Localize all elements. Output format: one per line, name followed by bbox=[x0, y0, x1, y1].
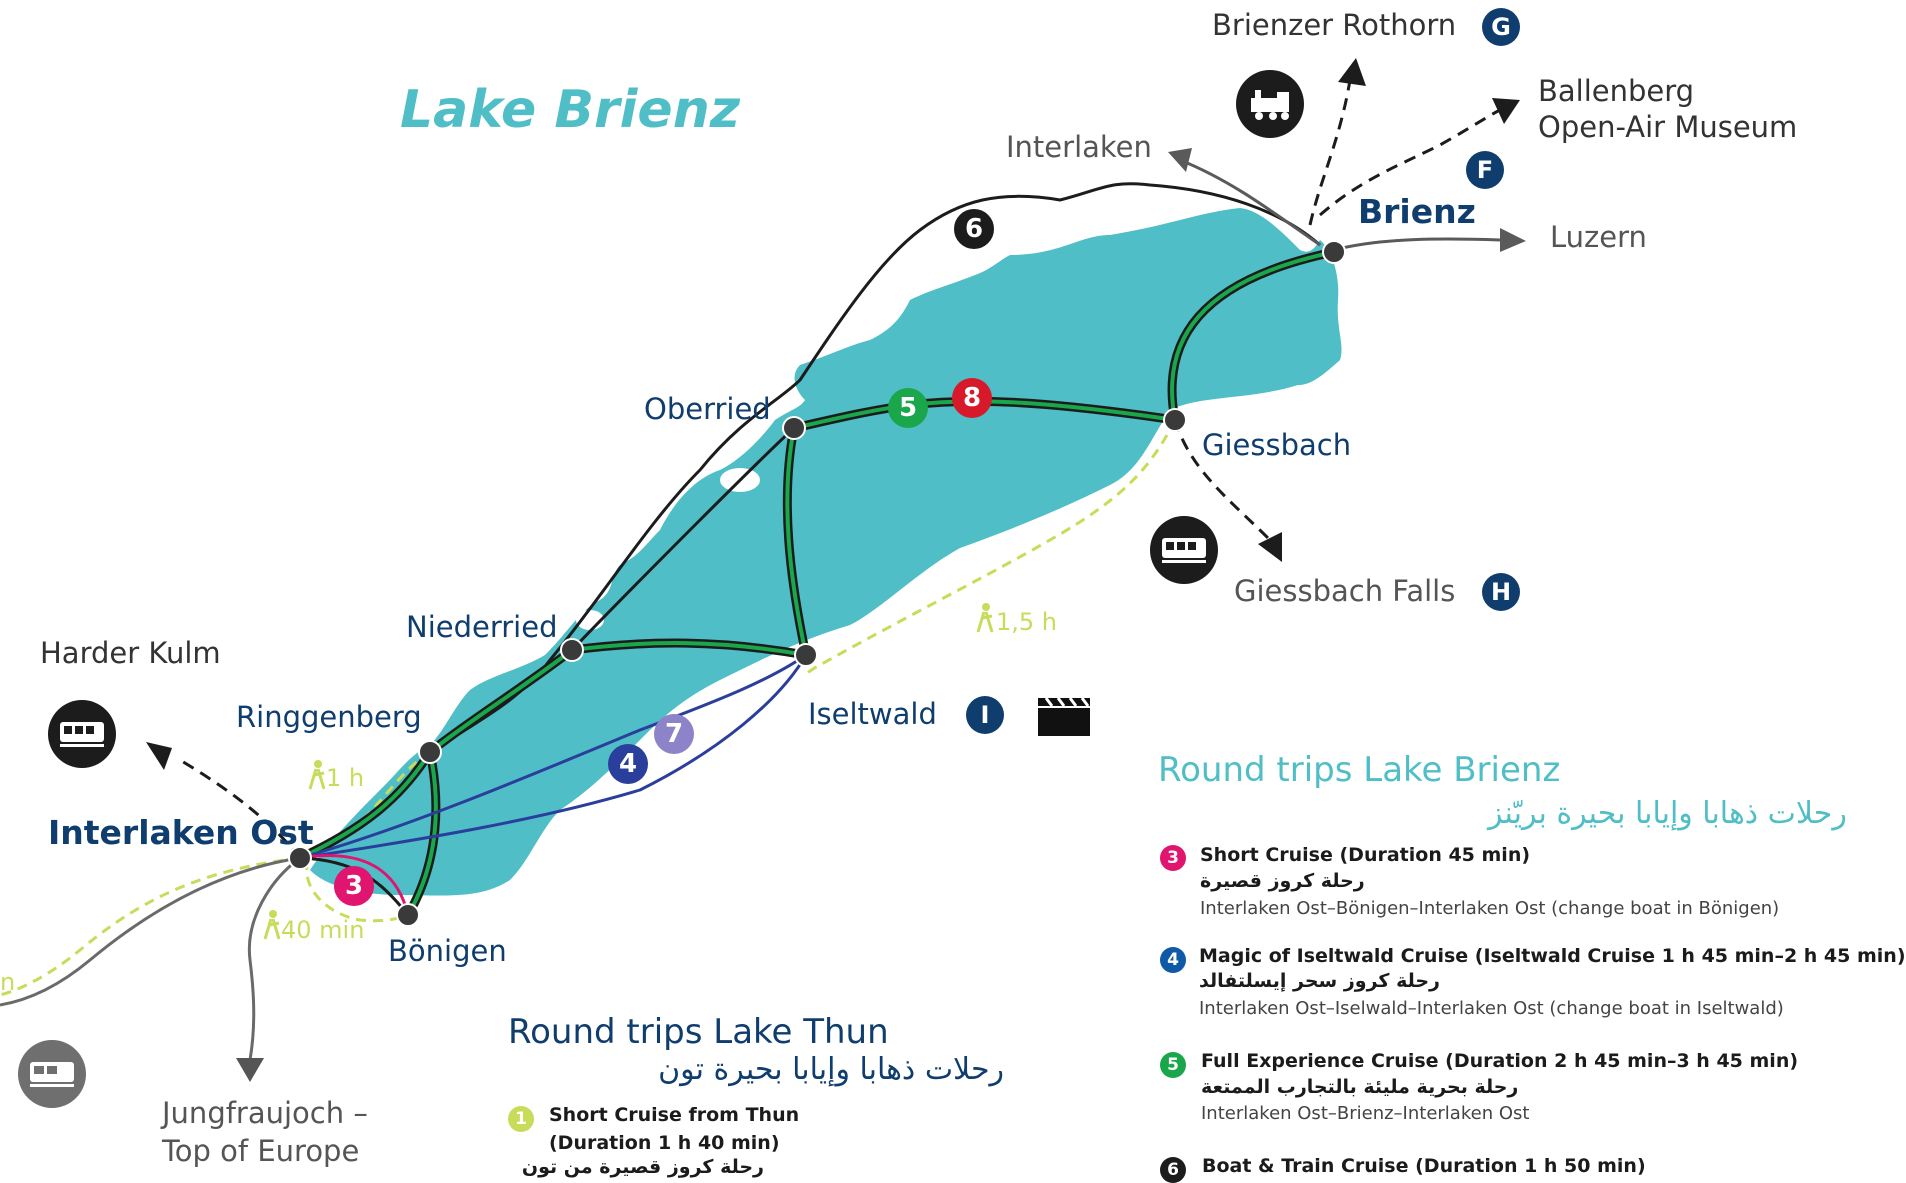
walking-person-icon bbox=[308, 760, 326, 790]
lake-brienz-shape bbox=[310, 208, 1342, 896]
walking-person-icon bbox=[976, 603, 994, 633]
arrow-head-rothorn bbox=[1338, 58, 1366, 86]
legend-brienz-item-6-title[interactable]: Boat & Train Cruise (Duration 1 h 50 min… bbox=[1202, 1155, 1646, 1177]
destination-interlaken[interactable]: Interlaken bbox=[1006, 130, 1152, 164]
legend-brienz-item-3-sub: Interlaken Ost–Bönigen–Interlaken Ost (c… bbox=[1200, 898, 1780, 919]
destination-harder-kulm[interactable]: Harder Kulm bbox=[40, 636, 221, 670]
legend-thun-item-1-title[interactable]: Short Cruise from Thun bbox=[549, 1104, 800, 1126]
destination-jungfraujoch[interactable]: Jungfraujoch – bbox=[162, 1096, 368, 1130]
stop-label-bonigen[interactable]: Bönigen bbox=[388, 934, 507, 968]
route-badge-7[interactable]: 7 bbox=[654, 714, 694, 754]
arrow-head-harder-kulm bbox=[146, 742, 172, 770]
legend-brienz-title: Round trips Lake Brienz bbox=[1158, 750, 1561, 790]
stop-label-niederried[interactable]: Niederried bbox=[406, 610, 558, 644]
legend-brienz-item-4-ar: رحلة كروز سحر إيسلتفالد bbox=[1199, 970, 1440, 992]
lake-title: Lake Brienz bbox=[400, 80, 740, 140]
destination-luzern[interactable]: Luzern bbox=[1550, 220, 1647, 254]
legend-thun-title-ar: رحلات ذهابا وإيابا بحيرة تون bbox=[658, 1052, 1004, 1087]
destination-brienzer-rothorn[interactable]: Brienzer Rothorn bbox=[1212, 8, 1457, 42]
legend-brienz-num-4: 4 bbox=[1160, 947, 1186, 973]
route-badge-6[interactable]: 6 bbox=[952, 207, 996, 251]
train-icon[interactable] bbox=[1150, 516, 1218, 584]
stop-label-brienz[interactable]: Brienz bbox=[1358, 192, 1476, 231]
legend-brienz-item-5-ar: رحلة بحرية مليئة بالتجارب الممتعة bbox=[1201, 1076, 1519, 1098]
route-badge-3[interactable]: 3 bbox=[334, 866, 374, 906]
stop-label-iseltwald[interactable]: Iseltwald bbox=[808, 697, 937, 731]
legend-brienz-item-3-title[interactable]: Short Cruise (Duration 45 min) bbox=[1200, 844, 1531, 866]
walk-time-giessbach: 1,5 h bbox=[996, 608, 1058, 636]
legend-thun-title: Round trips Lake Thun bbox=[508, 1012, 889, 1052]
walk-time-left: n bbox=[0, 968, 16, 996]
walking-person-icon bbox=[263, 910, 281, 940]
route-3-line bbox=[299, 854, 410, 916]
road-left bbox=[0, 856, 301, 1007]
arrow-head-giessbach-falls bbox=[1258, 532, 1282, 562]
legend-brienz-num-5: 5 bbox=[1160, 1052, 1186, 1078]
legend-thun-num-1: 1 bbox=[508, 1106, 534, 1132]
arrow-head-interlaken bbox=[1168, 148, 1192, 172]
arrow-rothorn bbox=[1308, 79, 1352, 226]
cable-car-icon[interactable] bbox=[48, 700, 116, 768]
arrow-head-luzern bbox=[1500, 228, 1526, 252]
walk-time-interlaken: 40 min bbox=[281, 916, 365, 944]
walk-path-left bbox=[0, 856, 301, 997]
route-badge-5[interactable]: 5 bbox=[888, 388, 928, 428]
legend-brienz-item-3-ar: رحلة كروز قصيرة bbox=[1200, 870, 1365, 892]
stop-label-ringgenberg[interactable]: Ringgenberg bbox=[236, 700, 422, 734]
route-5-green bbox=[298, 247, 1335, 918]
route-badge-4[interactable]: 4 bbox=[608, 744, 648, 784]
destination-ballenberg-line2: Open-Air Museum bbox=[1538, 110, 1798, 144]
badge-iseltwald[interactable]: I bbox=[966, 696, 1004, 734]
arrow-head-jungfraujoch bbox=[236, 1058, 264, 1082]
stop-dots bbox=[288, 240, 1346, 927]
destination-ballenberg[interactable]: Ballenberg bbox=[1538, 74, 1695, 108]
legend-brienz-item-4-title[interactable]: Magic of Iseltwald Cruise (Iseltwald Cru… bbox=[1199, 945, 1906, 967]
movie-clapper-icon[interactable] bbox=[1036, 694, 1092, 742]
walk-time-ringgenberg: 1 h bbox=[326, 764, 365, 792]
legend-thun-item-1-ar: رحلة كروز قصيرة من تون bbox=[521, 1156, 764, 1178]
arrow-luzern bbox=[1333, 237, 1501, 252]
road-jungfraujoch bbox=[247, 856, 301, 1061]
destination-jungfraujoch-line2: Top of Europe bbox=[162, 1134, 360, 1168]
badge-giessbach-falls[interactable]: H bbox=[1482, 573, 1520, 611]
legend-brienz-item-5-title[interactable]: Full Experience Cruise (Duration 2 h 45 … bbox=[1201, 1050, 1799, 1072]
destination-giessbach-falls[interactable]: Giessbach Falls bbox=[1234, 574, 1456, 608]
badge-rothorn[interactable]: G bbox=[1482, 8, 1520, 46]
legend-brienz-num-3: 3 bbox=[1160, 845, 1186, 871]
steam-train-icon[interactable] bbox=[1236, 70, 1304, 138]
walk-path-bonigen bbox=[305, 859, 409, 923]
stop-label-giessbach[interactable]: Giessbach bbox=[1202, 428, 1352, 462]
arrow-head-ballenberg bbox=[1492, 98, 1520, 124]
walk-path-giessbach bbox=[803, 419, 1177, 677]
legend-brienz-title-ar: رحلات ذهابا وإيابا بحيرة بريّنز bbox=[1488, 796, 1847, 831]
arrow-interlaken bbox=[1179, 158, 1321, 247]
route-badge-8[interactable]: 8 bbox=[952, 378, 992, 418]
legend-brienz-num-6: 6 bbox=[1160, 1157, 1186, 1183]
badge-ballenberg[interactable]: F bbox=[1466, 151, 1504, 189]
legend-thun-item-1-duration: (Duration 1 h 40 min) bbox=[549, 1132, 780, 1154]
lake-map bbox=[0, 58, 1526, 1082]
bus-icon[interactable] bbox=[18, 1040, 86, 1108]
route-shore-line bbox=[570, 426, 796, 652]
legend-brienz-item-4-sub: Interlaken Ost–Iselwald–Interlaken Ost (… bbox=[1199, 998, 1784, 1019]
route-7-line bbox=[299, 654, 808, 860]
route-4-line bbox=[299, 653, 807, 860]
stop-label-oberried[interactable]: Oberried bbox=[644, 392, 771, 426]
legend-brienz-item-5-sub: Interlaken Ost–Brienz–Interlaken Ost bbox=[1201, 1103, 1530, 1124]
stop-label-interlaken-ost[interactable]: Interlaken Ost bbox=[48, 813, 314, 852]
